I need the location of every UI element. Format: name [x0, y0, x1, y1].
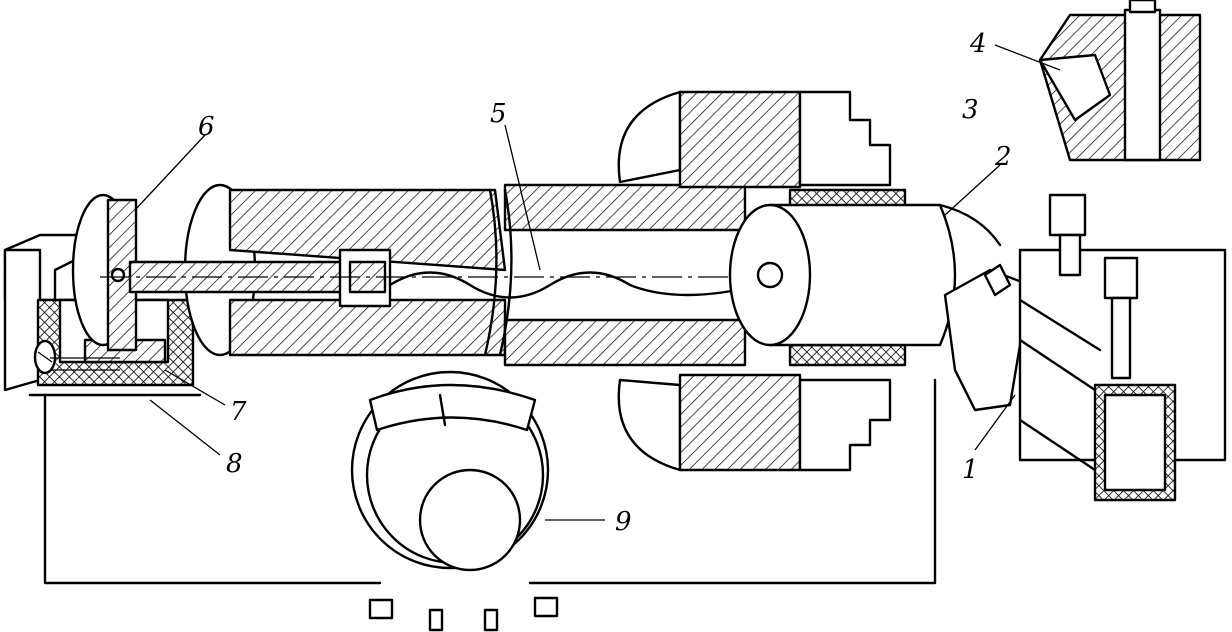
label-4: 4: [969, 29, 987, 59]
circuit-wire: [43, 378, 937, 585]
cutting-tool: [943, 193, 1227, 502]
spindle: [100, 183, 920, 367]
chuck: [617, 90, 907, 472]
label-9: 9: [615, 507, 632, 537]
label-7: 7: [230, 397, 247, 427]
label-2: 2: [994, 142, 1012, 172]
tool-inset: [994, 0, 1202, 162]
leader-lines: [134, 124, 1016, 456]
label-8: 8: [226, 449, 243, 479]
label-6: 6: [198, 112, 215, 142]
label-3: 3: [962, 95, 979, 125]
handle-disc: [71, 193, 138, 352]
label-1: 1: [962, 455, 979, 485]
workpiece: [728, 203, 1002, 347]
label-5: 5: [490, 99, 507, 129]
galvanometer: [350, 370, 605, 632]
